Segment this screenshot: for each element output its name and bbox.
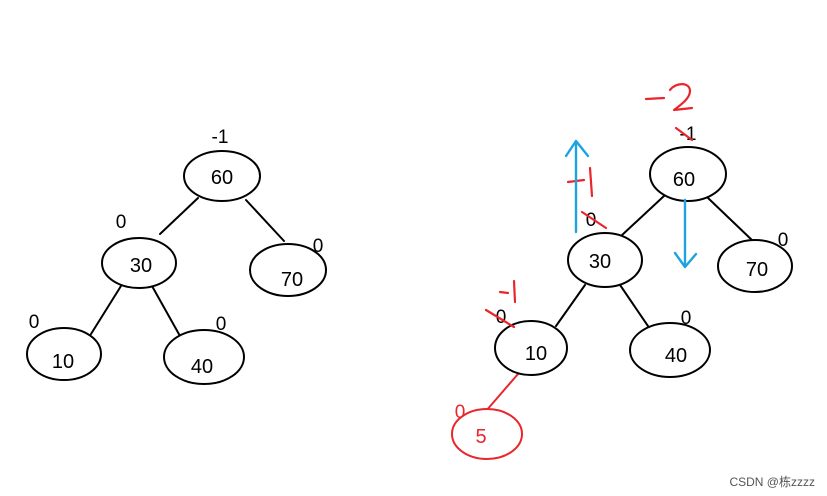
down-arrow-icon (673, 198, 698, 269)
node-label: 40 (665, 345, 687, 367)
node-label: 60 (673, 169, 695, 191)
strike-30 (580, 210, 608, 230)
right-bf-60-new: -2 (644, 83, 694, 112)
up-arrow-icon (564, 139, 590, 234)
right-bf-40: 0 (681, 308, 692, 329)
right-node-5: 5 (451, 408, 523, 460)
left-node-30: 30 (101, 237, 177, 289)
right-edge-60-70 (707, 197, 755, 243)
right-node-60: 60 (649, 146, 727, 202)
right-bf-10-new: -1 (498, 279, 517, 304)
right-bf-5: 0 (455, 402, 466, 423)
strike-60 (674, 126, 694, 142)
right-bf-70: 0 (778, 230, 789, 251)
node-label: 30 (130, 255, 152, 277)
right-edge-30-10 (555, 284, 586, 327)
node-label: 10 (52, 351, 74, 373)
node-label: 40 (191, 356, 213, 378)
node-label: 70 (746, 259, 768, 281)
node-label: 30 (589, 251, 611, 273)
left-node-60: 60 (183, 150, 261, 202)
left-node-70: 70 (249, 243, 327, 297)
left-node-10: 10 (26, 327, 102, 381)
right-node-70: 70 (717, 239, 793, 293)
right-node-40: 40 (629, 322, 711, 378)
left-tree-edges (90, 197, 285, 337)
left-edge-30-10 (90, 285, 122, 335)
left-bf-10: 0 (29, 312, 40, 333)
right-tree-edges (555, 195, 755, 330)
node-label: 10 (525, 343, 547, 365)
right-bf-30-new: -1 (566, 166, 594, 198)
strike-10 (484, 308, 516, 329)
left-edge-60-70 (245, 199, 285, 242)
right-edge-10-5 (485, 373, 519, 412)
left-node-40: 40 (163, 329, 245, 385)
right-edge-60-30 (620, 195, 665, 237)
right-bf-10-old: 0 (496, 307, 507, 328)
left-bf-70: 0 (313, 236, 324, 257)
node-label: 70 (281, 269, 303, 291)
right-bf-60-old: -1 (680, 124, 697, 145)
right-node-10: 10 (494, 320, 568, 376)
left-edge-30-40 (151, 285, 181, 337)
left-edge-60-30 (159, 197, 199, 235)
right-edge-30-40 (617, 281, 651, 330)
right-bf-30-old: 0 (586, 210, 597, 231)
watermark: CSDN @栋zzzz (729, 475, 815, 489)
node-label: 5 (475, 426, 486, 448)
left-bf-30: 0 (116, 212, 127, 233)
right-node-30: 30 (567, 232, 643, 288)
node-label: 60 (211, 167, 233, 189)
left-bf-40: 0 (216, 314, 227, 335)
left-bf-60: -1 (212, 127, 229, 148)
